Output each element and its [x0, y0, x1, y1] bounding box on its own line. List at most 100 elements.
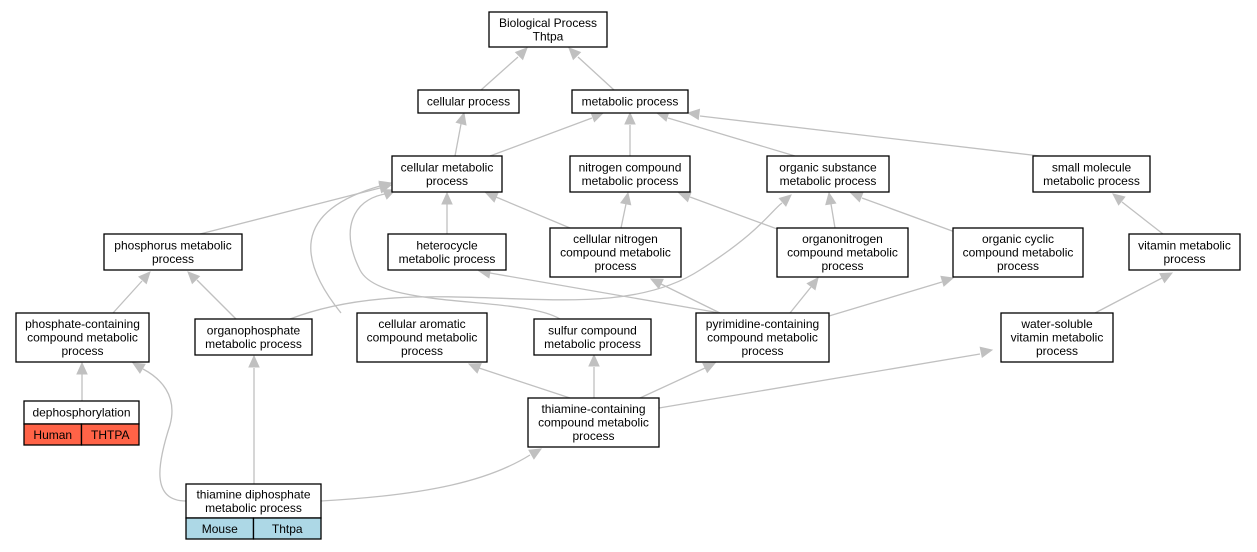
arrowhead-metabolic-process-to-root	[568, 47, 582, 61]
node-label-line: cellular metabolic	[401, 160, 494, 174]
arrowhead-cellular-nitrogen-to-nitrogen	[620, 191, 632, 206]
annotation-gene-cell	[252, 517, 322, 540]
node-label-line: process	[997, 259, 1039, 273]
node-label-line: compound metabolic	[963, 246, 1074, 260]
node-label-line: cellular process	[427, 95, 510, 109]
arrowhead-pyrimidine-to-organic-cyclic	[940, 275, 955, 287]
node-label-line: process	[1163, 252, 1205, 266]
arrowhead-thiamine-containing-to-water-soluble	[979, 346, 994, 358]
node-label-line: sulfur compound	[548, 323, 637, 337]
arrowhead-cellular-process-to-root	[514, 47, 528, 61]
annotation-gene-label: THTPA	[91, 428, 129, 442]
edge-organic-substance-to-metabolic	[667, 117, 796, 157]
node-box	[391, 155, 503, 193]
arrowhead-cellular-nitrogen-to-cellular-metabolic	[484, 192, 499, 203]
arrowhead-dephosphorylation-to-phosphate-containing	[76, 361, 88, 375]
edge-pyrimidine-to-cellular-nitrogen	[660, 283, 721, 314]
node-label-line: pyrimidine-containing	[706, 317, 819, 331]
arrowhead-organophosphate-to-phosphorus	[187, 271, 201, 285]
node-box	[103, 233, 243, 271]
node-label-line: process	[61, 344, 103, 358]
annotation-gene-label: Thtpa	[272, 522, 303, 536]
node-box	[533, 318, 652, 356]
edge-thiamine-containing-to-pyrimidine	[639, 367, 706, 399]
arrowhead-thiamine-containing-to-cellular-aromatic	[467, 363, 482, 374]
annotation-gene-cell	[80, 423, 140, 446]
node-label-line: nitrogen compound	[579, 160, 682, 174]
node-label-line: thiamine diphosphate	[196, 487, 310, 501]
node-dephosphorylation[interactable]: dephosphorylation	[23, 400, 140, 425]
node-label-line: metabolic process	[582, 174, 679, 188]
arrowhead-small-molecule-to-metabolic	[686, 108, 701, 121]
node-label-line: vitamin metabolic	[1138, 238, 1231, 252]
node-label-line: process	[741, 344, 783, 358]
node-label-line: Thtpa	[533, 29, 564, 43]
arrowhead-pyrimidine-to-organonitrogen	[806, 277, 819, 291]
node-label-line: small molecule	[1052, 160, 1132, 174]
node-label-line: metabolic process	[399, 252, 496, 266]
node-box	[185, 483, 322, 519]
edge-cellular-process-to-root	[480, 56, 519, 91]
node-label-line: compound metabolic	[538, 416, 649, 430]
node-label-line: vitamin metabolic	[1011, 331, 1104, 345]
node-box	[766, 155, 890, 193]
edge-metabolic-process-to-root	[577, 56, 615, 91]
node-box	[571, 89, 689, 114]
edge-water-soluble-to-vitamin	[1094, 277, 1163, 314]
node-box	[488, 11, 608, 48]
arrowhead-heterocycle-to-cellular-metabolic	[441, 191, 453, 205]
node-box	[1032, 155, 1151, 193]
node-label-line: metabolic process	[544, 337, 641, 351]
edge-phosphorus-to-cellular-metabolic	[199, 187, 381, 235]
node-label-line: thiamine-containing	[541, 402, 645, 416]
node-box	[776, 227, 909, 278]
annotation-species-label: Mouse	[202, 522, 238, 536]
arrowhead-nitrogen-to-metabolic	[624, 111, 636, 125]
node-label-line: phosphate-containing	[25, 317, 140, 331]
arrowhead-thiamine-containing-to-pyrimidine	[702, 362, 717, 374]
node-label-line: organic substance	[779, 160, 877, 174]
node-label-line: process	[594, 259, 636, 273]
arrowhead-thiamine-diphosphate-to-organophosphate	[248, 354, 260, 368]
node-label-line: compound metabolic	[367, 331, 478, 345]
node-metabolic-process[interactable]: metabolic process	[571, 89, 689, 114]
node-label-line: compound metabolic	[560, 246, 671, 260]
node-box	[15, 312, 150, 363]
arrowhead-organic-cyclic-to-organic-substance	[849, 191, 864, 203]
node-label-line: metabolic process	[205, 501, 302, 515]
node-box	[695, 312, 830, 363]
edge-cellular-metabolic-to-cellular	[454, 123, 462, 157]
node-label-line: metabolic process	[205, 337, 302, 351]
arrowhead-organonitrogen-to-organic-substance	[825, 191, 837, 206]
arrowhead-pyrimidine-to-cellular-nitrogen	[649, 278, 664, 290]
node-label-line: dephosphorylation	[32, 406, 130, 420]
node-cellular-process[interactable]: cellular process	[417, 89, 520, 114]
edge-organic-cyclic-to-organic-substance	[861, 197, 956, 233]
edge-pyrimidine-to-organic-cyclic	[828, 281, 943, 317]
node-box	[1000, 312, 1114, 363]
node-label-line: process	[572, 429, 614, 443]
edge-organophosphate-to-phosphorus	[196, 279, 237, 320]
node-label-line: heterocycle	[416, 238, 478, 252]
